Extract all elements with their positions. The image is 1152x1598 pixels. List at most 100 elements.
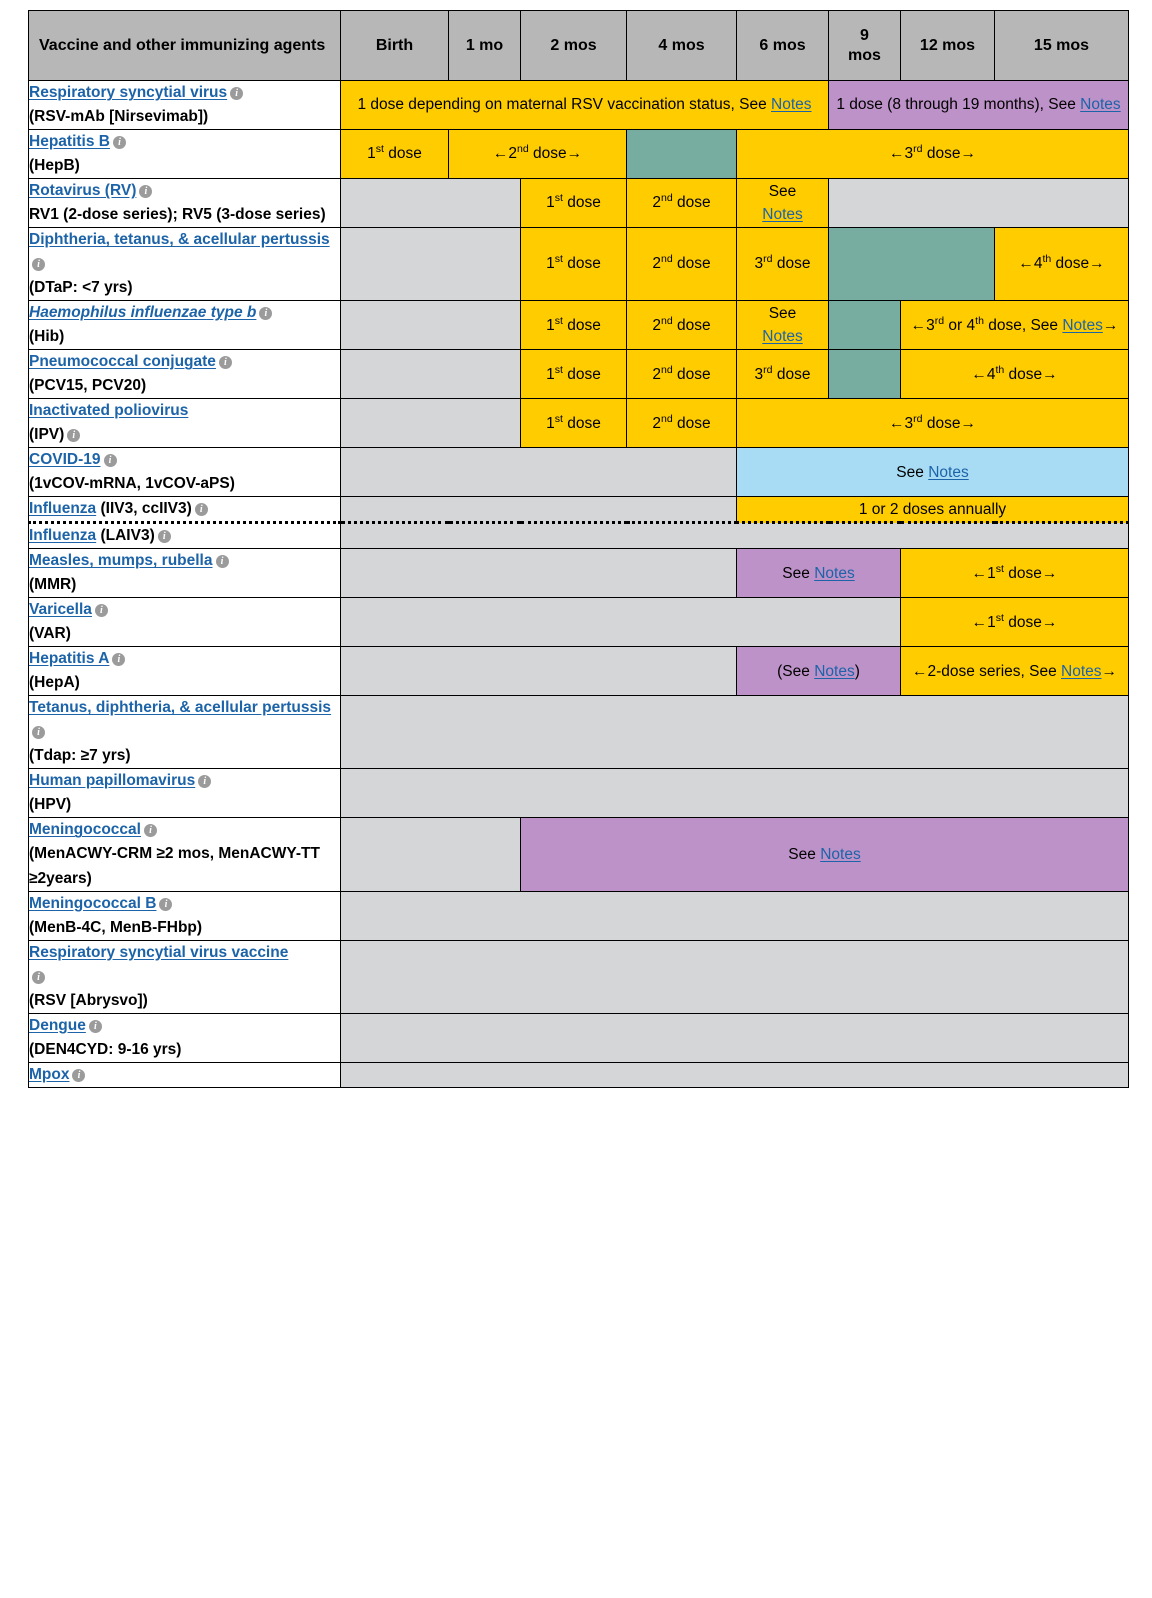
vaccine-subtitle: (HepB) [29,157,80,175]
vaccine-link-mpox[interactable]: Mpox [29,1065,70,1083]
vaccine-link-hpv[interactable]: Human papillomavirus [29,772,196,790]
vaccine-subtitle: (IIV3, ccIIV3) [100,500,192,518]
cell-var-birth-9mos [340,597,901,648]
notes-link[interactable]: Notes [1061,662,1102,680]
info-icon[interactable]: i [139,185,153,199]
info-icon[interactable]: i [112,653,126,667]
cell-dtap-4mos: 2nd dose [626,227,737,302]
vaccine-subtitle: (PCV15, PCV20) [29,377,147,395]
header-12mos: 12 mos [900,10,995,81]
vaccine-link-rotavirus[interactable]: Rotavirus (RV) [29,182,137,200]
vaccine-link-rsv[interactable]: Respiratory syncytial virus [29,84,228,101]
vaccine-link-hepb[interactable]: Hepatitis B [29,133,110,151]
notes-link[interactable]: Notes [814,564,855,582]
info-icon[interactable]: i [32,258,45,272]
vaccine-link-dengue[interactable]: Dengue [29,1016,86,1034]
info-icon[interactable]: i [94,604,108,618]
cell-pcv-6mos: 3rd dose [736,349,829,400]
immunization-schedule-table: Vaccine and other immunizing agents Birt… [28,10,1129,1088]
vaccine-name-tdap: Tetanus, diphtheria, & acellular pertuss… [28,695,341,770]
info-icon[interactable]: i [143,824,157,838]
vaccine-link-dtap[interactable]: Diphtheria, tetanus, & acellular pertuss… [29,231,330,249]
info-icon[interactable]: i [159,897,173,911]
vaccine-link-ipv[interactable]: Inactivated poliovirus [29,402,189,420]
vaccine-link-covid19[interactable]: COVID-19 [29,451,101,469]
cell-rv-birth-1mo [340,178,521,229]
notes-link[interactable]: Notes [1080,96,1121,114]
info-icon[interactable]: i [112,136,126,150]
vaccine-link-mmr[interactable]: Measles, mumps, rubella [29,552,213,570]
vaccine-subtitle: (HepA) [29,674,80,692]
cell-dtap-birth-1mo [340,227,521,302]
vaccine-subtitle: (DTaP: <7 yrs) [29,279,133,297]
vaccine-subtitle: (HPV) [29,796,72,814]
info-icon[interactable]: i [194,503,208,517]
table-row: Rotavirus (RV)i RV1 (2-dose series); RV5… [28,178,1129,229]
info-icon[interactable]: i [230,87,244,100]
vaccine-subtitle: (Hib) [29,328,65,346]
info-icon[interactable]: i [259,307,273,321]
notes-link[interactable]: Notes [820,845,861,863]
table-row: Diphtheria, tetanus, & acellular pertuss… [28,227,1129,302]
notes-link[interactable]: Notes [771,96,812,114]
vaccine-subtitle: (MenACWY-CRM ≥2 mos, MenACWY-TT ≥2years) [29,845,320,887]
notes-link[interactable]: Notes [762,206,803,224]
info-icon[interactable]: i [32,726,45,740]
cell-pcv-2mos: 1st dose [520,349,627,400]
cell-hepb-1-2mos: ←2nd dose→ [448,129,627,180]
table-header: Vaccine and other immunizing agents Birt… [28,10,1129,81]
info-icon[interactable]: i [215,555,229,569]
cell-ipv-6-15mos: ←3rd dose→ [736,398,1129,449]
cell-hepb-6-15mos: ←3rd dose→ [736,129,1129,180]
vaccine-name-influenza-iiv3: Influenza (IIV3, ccIIV3)i [28,496,341,524]
vaccine-subtitle: (1vCOV-mRNA, 1vCOV-aPS) [29,475,235,493]
info-icon[interactable]: i [198,775,212,789]
notes-link[interactable]: Notes [814,662,855,680]
cell-mmr-12-15mos: ←1st dose→ [900,548,1129,599]
notes-link[interactable]: Notes [928,463,969,481]
vaccine-link-rsv-vaccine[interactable]: Respiratory syncytial virus vaccine [29,943,289,961]
cell-mmr-6-9mos: See Notes [736,548,901,599]
info-icon[interactable]: i [72,1068,86,1082]
header-2mos: 2 mos [520,10,627,81]
vaccine-link-pcv[interactable]: Pneumococcal conjugate [29,353,216,371]
cell-hepa-birth-4mos [340,646,737,697]
vaccine-link-influenza[interactable]: Influenza [29,527,97,545]
vaccine-subtitle: (DEN4CYD: 9-16 yrs) [29,1040,182,1058]
cell-mpox-all [340,1061,1129,1088]
cell-hepa-6-9mos: (See Notes) [736,646,901,697]
vaccine-name-rsv-abrysvo: Respiratory syncytial virus vaccine i (R… [28,939,341,1014]
vaccine-link-hib[interactable]: Haemophilus influenzae type b [29,304,257,322]
info-icon[interactable]: i [218,356,232,370]
cell-rsv-abrysvo-all [340,939,1129,1014]
notes-link[interactable]: Notes [762,328,803,346]
vaccine-link-meningococcal[interactable]: Meningococcal [29,821,141,839]
info-icon[interactable]: i [157,530,171,544]
vaccine-link-menb[interactable]: Meningococcal B [29,894,157,912]
cell-ipv-2mos: 1st dose [520,398,627,449]
info-icon[interactable]: i [67,429,81,443]
cell-pcv-birth-1mo [340,349,521,400]
notes-link[interactable]: Notes [1062,316,1103,334]
cell-pcv-12-15mos: ←4th dose→ [900,349,1129,400]
cell-laiv3-all [340,521,1129,550]
info-icon[interactable]: i [88,1019,102,1033]
info-icon[interactable]: i [32,970,45,984]
vaccine-name-rotavirus: Rotavirus (RV)i RV1 (2-dose series); RV5… [28,178,341,229]
vaccine-subtitle: (Tdap: ≥7 yrs) [29,747,131,765]
vaccine-subtitle: (VAR) [29,625,71,643]
info-icon[interactable]: i [103,454,117,468]
vaccine-link-hepa[interactable]: Hepatitis A [29,650,110,668]
vaccine-link-influenza[interactable]: Influenza [29,500,97,518]
vaccine-name-ipv: Inactivated poliovirus (IPV)i [28,398,341,449]
vaccine-link-varicella[interactable]: Varicella [29,601,92,619]
cell-hib-9mos [828,300,901,351]
table-row: Tetanus, diphtheria, & acellular pertuss… [28,695,1129,770]
vaccine-link-tdap[interactable]: Tetanus, diphtheria, & acellular pertuss… [29,699,332,717]
